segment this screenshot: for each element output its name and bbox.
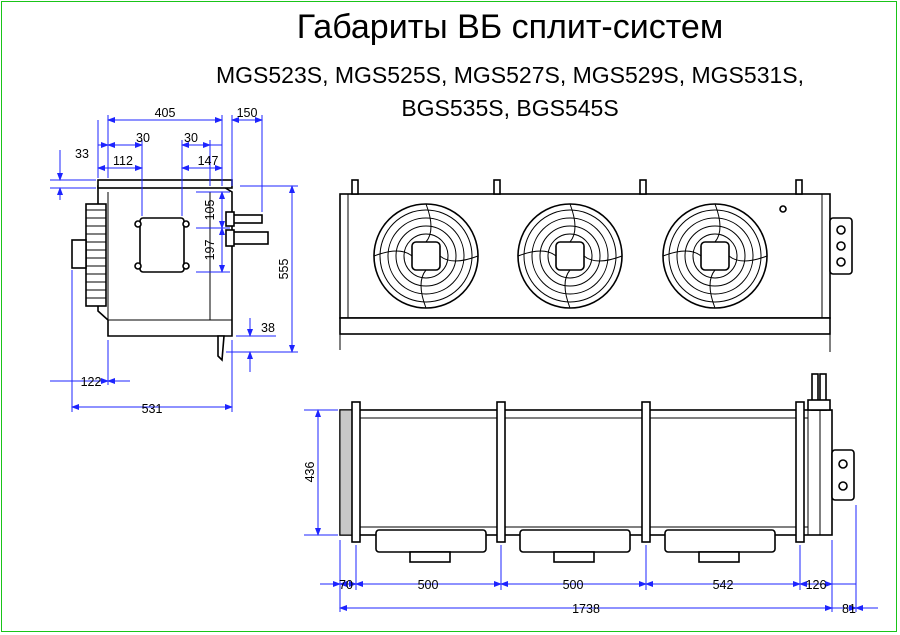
side-view	[71, 179, 269, 362]
dim-197: 197	[203, 240, 217, 261]
dim-70: 70	[339, 578, 353, 592]
pipe-upper	[231, 214, 263, 224]
top-fan-3	[664, 529, 776, 563]
dim-81: 81	[842, 602, 856, 616]
dim-126: 126	[806, 578, 827, 592]
dim-555: 555	[277, 259, 291, 280]
fan-2	[517, 203, 623, 309]
dim-122: 122	[81, 375, 102, 389]
side-top-rail	[97, 179, 233, 189]
side-fan-guard	[85, 203, 107, 307]
dim-500-right: 500	[563, 578, 584, 592]
front-view	[339, 179, 853, 352]
model-list-line-2: BGS535S, BGS545S	[401, 95, 619, 121]
dim-405: 405	[155, 106, 176, 120]
dim-531: 531	[142, 402, 163, 416]
drain-pipe	[217, 335, 225, 362]
top-fan-1	[375, 529, 487, 563]
dim-542: 542	[713, 578, 734, 592]
junction-box	[139, 217, 185, 273]
side-motor	[71, 239, 87, 269]
top-view	[339, 373, 855, 563]
dim-30-right: 30	[184, 131, 198, 145]
pipe-lower	[231, 231, 269, 245]
side-view-dimensions: 405 150 30 30 112 147 33 105 197 555	[50, 106, 298, 416]
dim-33: 33	[75, 147, 89, 161]
front-drip-tray	[339, 317, 831, 335]
dim-38: 38	[261, 321, 275, 335]
fan-3	[662, 203, 768, 309]
dim-147: 147	[198, 154, 219, 168]
dim-112: 112	[113, 154, 133, 168]
dim-105: 105	[203, 200, 217, 221]
top-fan-2	[519, 529, 631, 563]
model-list-line-1: MGS523S, MGS525S, MGS527S, MGS529S, MGS5…	[215, 62, 805, 88]
dim-150: 150	[237, 106, 258, 120]
dim-1738: 1738	[572, 602, 600, 616]
top-body	[339, 409, 833, 536]
dim-30-left: 30	[136, 131, 150, 145]
top-view-dimensions: 436 70 500 500 542 126 1738 81	[303, 409, 878, 616]
dim-436: 436	[303, 462, 317, 483]
fan-1	[373, 203, 479, 309]
dim-500-left: 500	[418, 578, 439, 592]
drawing-title: Габариты ВБ сплит-систем	[296, 8, 724, 46]
